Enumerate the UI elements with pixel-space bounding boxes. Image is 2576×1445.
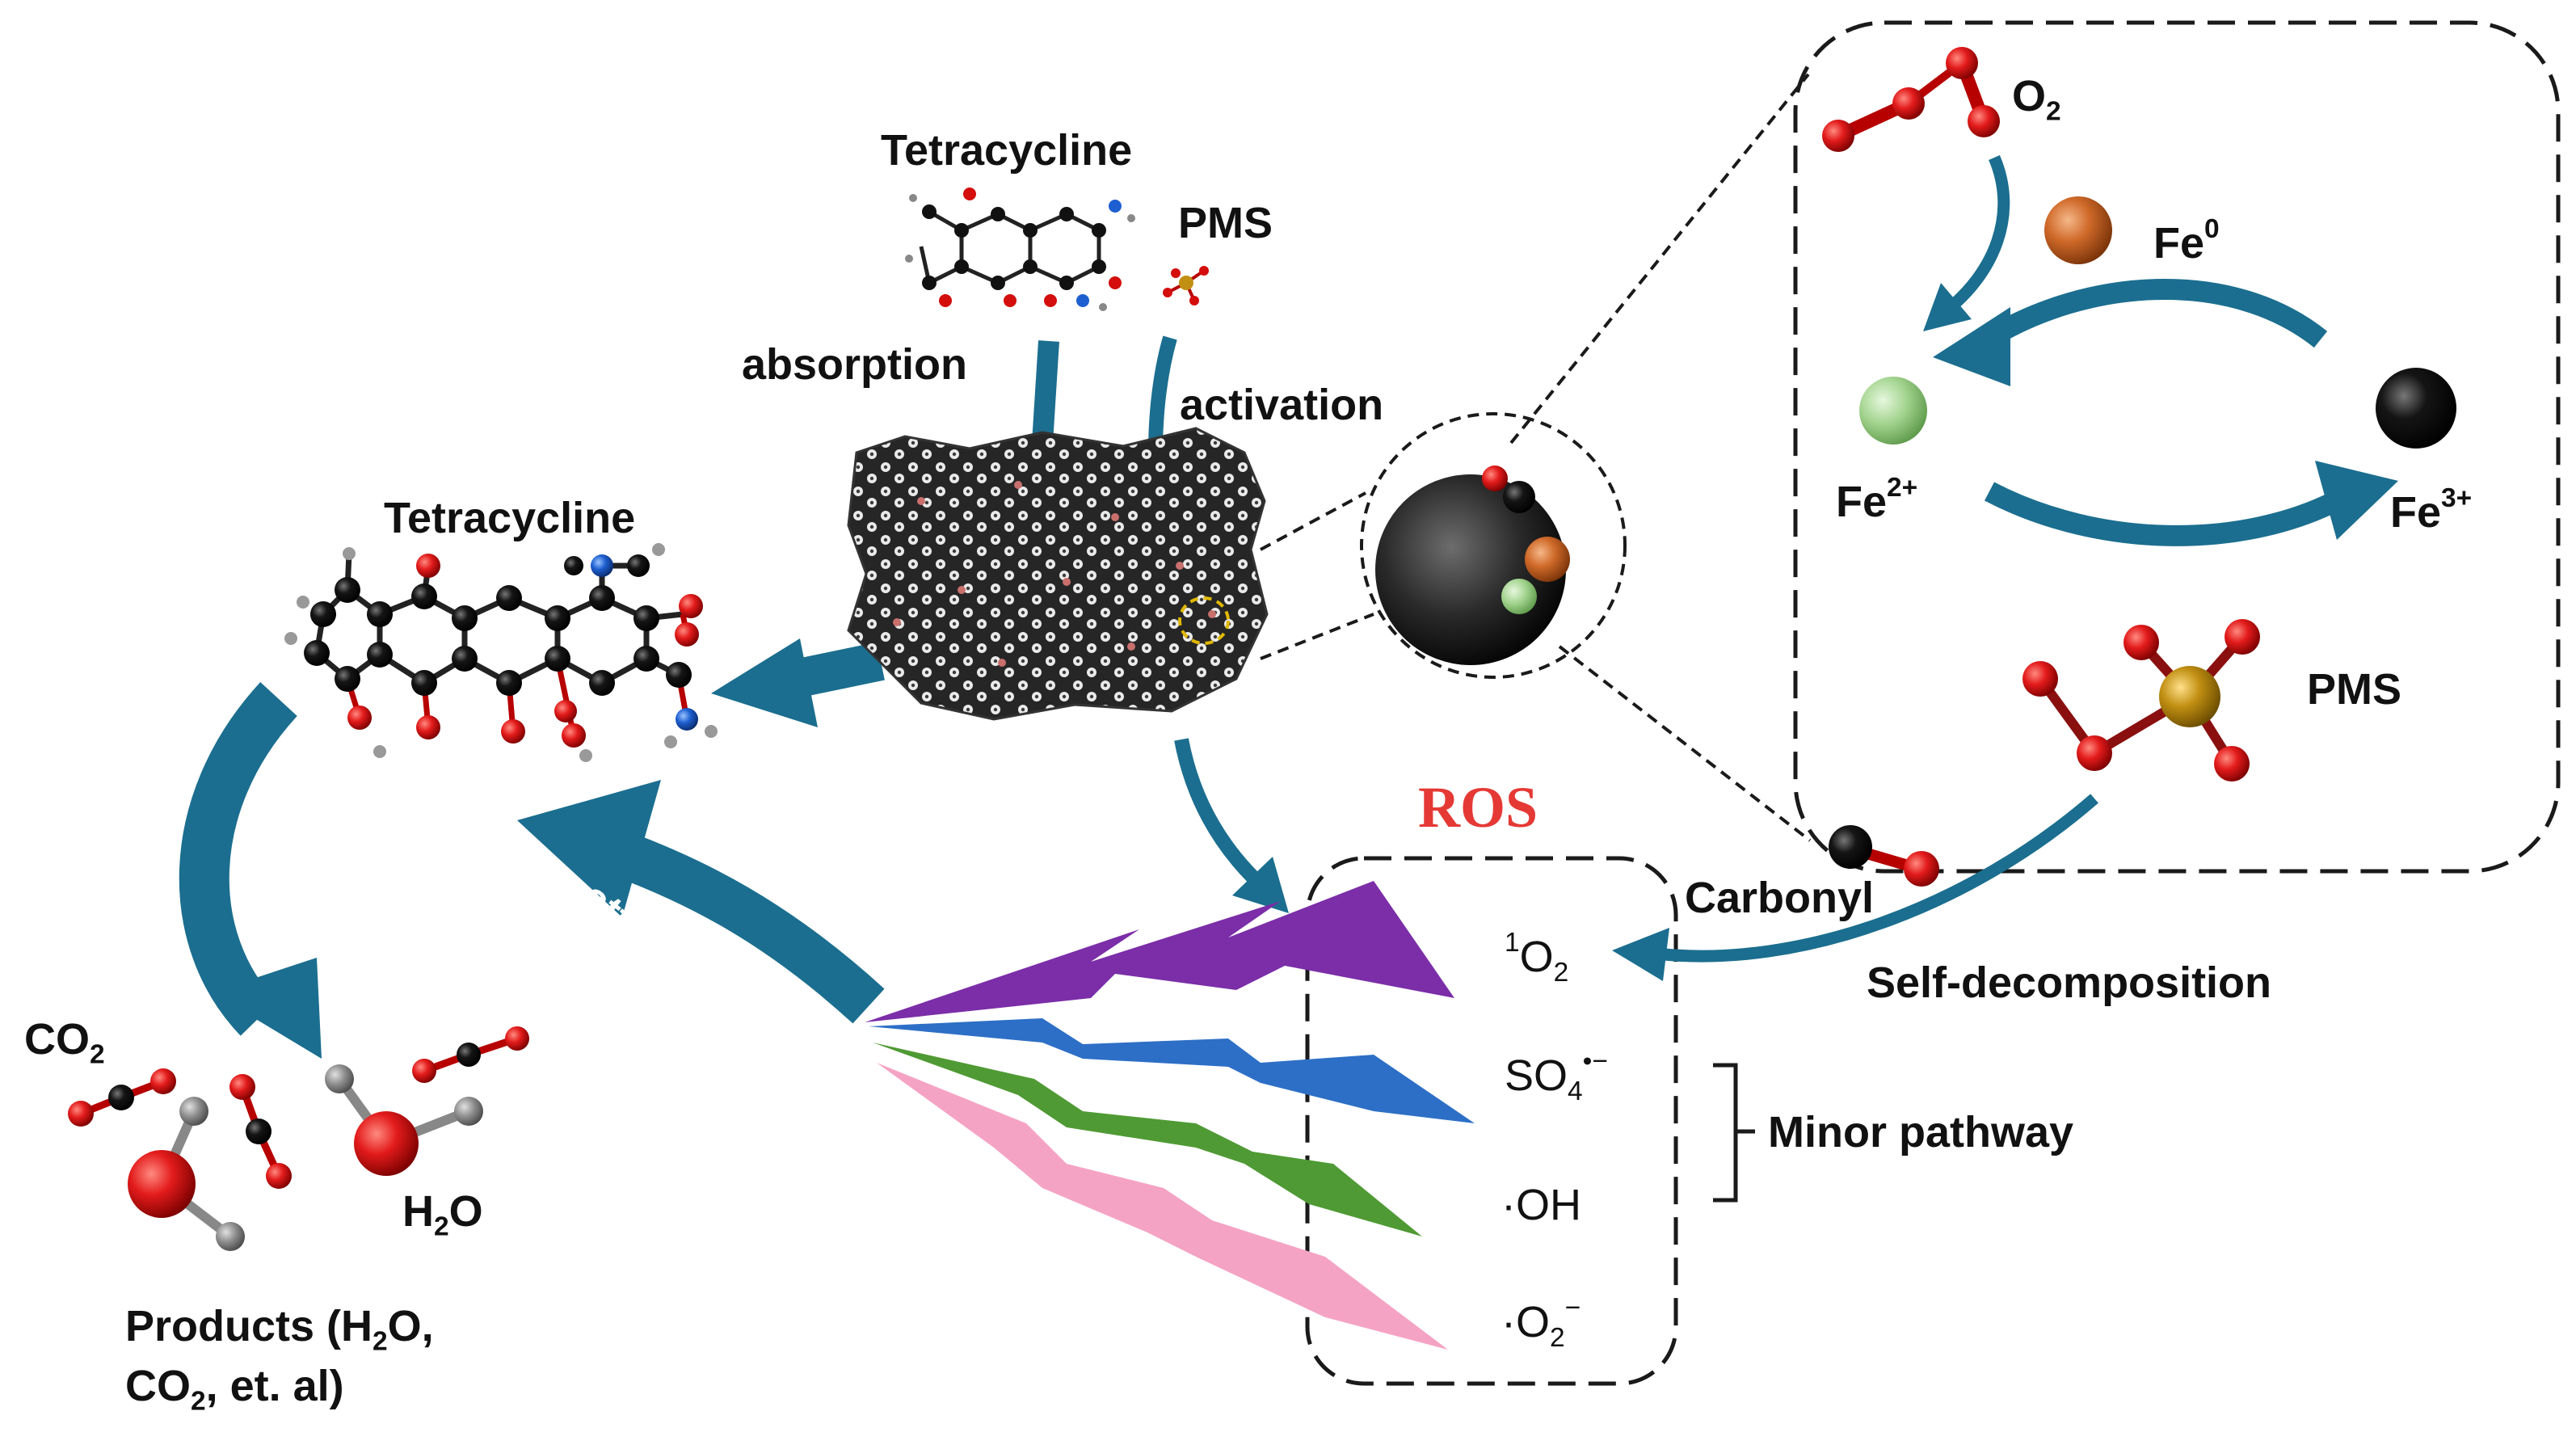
pms-top-label: PMS (1178, 199, 1273, 247)
ros-sulfate-radical-label: SO4•− (1505, 1047, 1608, 1106)
bolt-singlet-oxygen (865, 881, 1454, 1022)
pms-molecule-small (1163, 266, 1209, 305)
release-arrow-head (711, 638, 818, 727)
tetracycline-left-label: Tetracycline (384, 494, 636, 542)
self-decomposition-label: Self-decomposition (1867, 958, 2272, 1007)
o2-to-fe2-arrow (1942, 155, 2010, 316)
attract-arrow-body (609, 830, 885, 1024)
carbonyl-label: Carbonyl (1685, 874, 1875, 922)
absorption-label: absorption (742, 340, 967, 389)
degradation-arrow-body (179, 681, 298, 1036)
carbonyl-group (1829, 825, 1939, 887)
self-decomposition-arrow (1656, 794, 2098, 963)
bolt-superoxide (877, 1063, 1448, 1350)
h2o-label: H2O (402, 1187, 483, 1242)
fe2-atom (1859, 377, 1927, 444)
tetracycline-molecule-small (905, 187, 1135, 311)
pms-molecule-right (2022, 619, 2260, 781)
fe2-label: Fe2+ (1836, 473, 1918, 527)
o2-molecule (1822, 47, 2000, 152)
bolt-hydroxyl-radical (873, 1043, 1422, 1236)
ros-box (1305, 856, 1678, 1386)
fe3-to-fe2-arrow (1982, 279, 2328, 349)
generation-arrow-head (1232, 857, 1289, 913)
zoom-line-2 (1260, 613, 1374, 660)
zoomed-particle (1375, 466, 1570, 665)
minor-pathway-label: Minor pathway (1768, 1108, 2074, 1156)
zoom-line-3 (1509, 73, 1810, 444)
degradation-arrow-head (212, 958, 322, 1059)
fe-cycle-box (1793, 20, 2561, 874)
activation-label: activation (1180, 381, 1384, 429)
fe2-to-fe3-arrow (1984, 482, 2349, 546)
fe3-label: Fe3+ (2390, 483, 2473, 537)
tetracycline-molecule-large (284, 543, 718, 762)
pms-right-label: PMS (2307, 665, 2402, 714)
minor-pathway-bracket (1713, 1063, 1755, 1203)
tetracycline-top-label: Tetracycline (881, 126, 1133, 175)
fe0-atom (2044, 196, 2112, 264)
co2-label: CO2 (24, 1015, 105, 1070)
attract-arrow-head (517, 780, 661, 917)
zoom-line-1 (1260, 491, 1366, 551)
fe3-atom (2376, 368, 2456, 449)
bolt-sulfate-radical (869, 1018, 1475, 1123)
ros-superoxide-label: ·O2− (1501, 1293, 1581, 1353)
graphene-sheet (847, 427, 1269, 721)
ros-hydroxyl-radical-label: ·OH (1501, 1181, 1581, 1229)
ros-singlet-oxygen-label: 1O2 (1505, 928, 1569, 988)
fe0-label: Fe0 (2153, 214, 2220, 268)
products-label: Products (H2O, CO2, et. al) (125, 1302, 434, 1417)
products-molecules (68, 1026, 529, 1251)
zoom-circle (1360, 412, 1627, 679)
absorption-arrow (1032, 340, 1059, 444)
o2-label: O2 (2012, 72, 2061, 127)
zoom-line-4 (1558, 645, 1812, 842)
ros-title: ROS (1418, 775, 1538, 840)
